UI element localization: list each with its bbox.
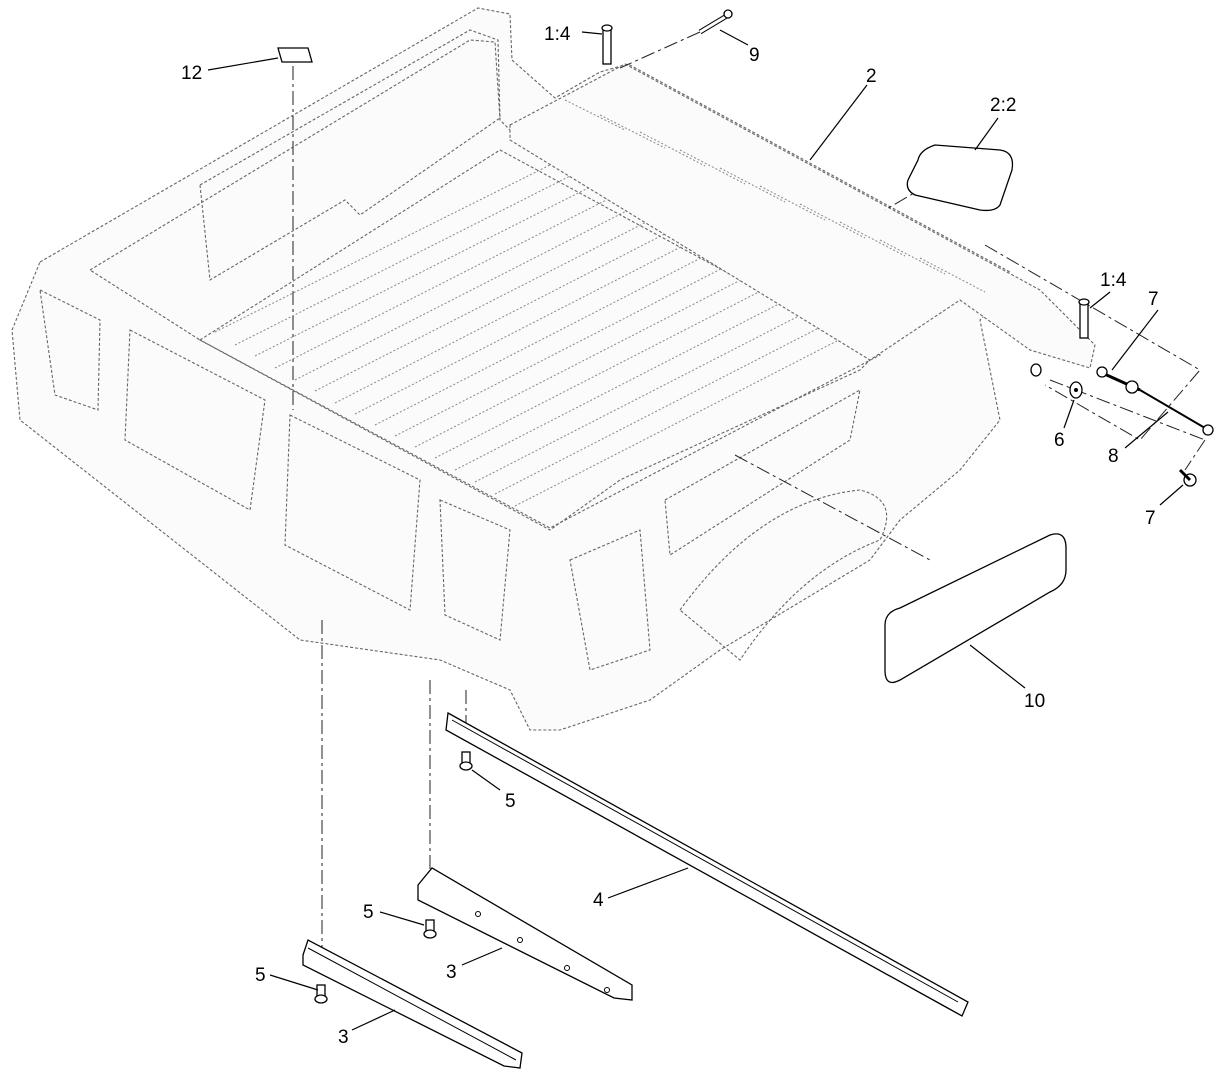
decal-12 [277,47,313,63]
callout-2-2: 2:2 [990,95,1016,116]
callout-3-b: 3 [338,1027,349,1048]
decal-2-2 [906,144,1014,212]
bolt-5-c [314,984,328,1004]
callout-7-top: 7 [1148,289,1159,310]
cable-8 [1139,389,1214,436]
bolt-5-b [423,919,437,939]
callout-2: 2 [866,66,877,87]
pin-right [1078,298,1090,339]
callouts: 12 1:4 9 2 2:2 1:4 7 6 8 7 10 5 4 5 3 5 … [181,24,1159,1048]
callout-3-a: 3 [446,962,457,983]
channel-4 [445,711,969,1017]
bed-floor-slats [214,154,871,507]
callout-1-4-right: 1:4 [1100,270,1127,291]
callout-7-bottom: 7 [1145,508,1156,529]
callout-5-a: 5 [505,791,516,812]
bed-wheel-well [679,489,888,661]
bed-outer-shell [11,7,1011,731]
callout-9: 9 [749,45,760,66]
decal-10 [884,533,1067,684]
callout-10: 10 [1024,691,1045,712]
callout-5-c: 5 [255,965,266,986]
assembly-lines [292,31,1206,950]
tailgate-ribs [564,99,986,293]
bracket-3-lower [302,939,523,1069]
bracket-3-upper [417,867,633,1001]
bed-headboard [199,29,501,281]
tailgate-body [509,63,1096,369]
callout-5-b: 5 [363,902,374,923]
bolt-9 [698,9,733,35]
callout-6: 6 [1054,430,1065,451]
washer-6 [1030,363,1083,399]
pin-top [601,24,613,65]
callout-12: 12 [181,63,202,84]
callout-1-4-top: 1:4 [544,24,571,45]
cargo-bed [11,7,1011,731]
tailgate [509,63,1096,369]
bolt-5-a [459,751,473,771]
bed-side-windows [39,289,861,671]
bed-floor [198,149,882,529]
callout-4: 4 [593,890,604,911]
leader-lines [207,29,1184,1031]
bolt-7-top [1096,366,1141,394]
callout-8: 8 [1108,446,1119,467]
bolt-7-bottom [1178,468,1197,487]
